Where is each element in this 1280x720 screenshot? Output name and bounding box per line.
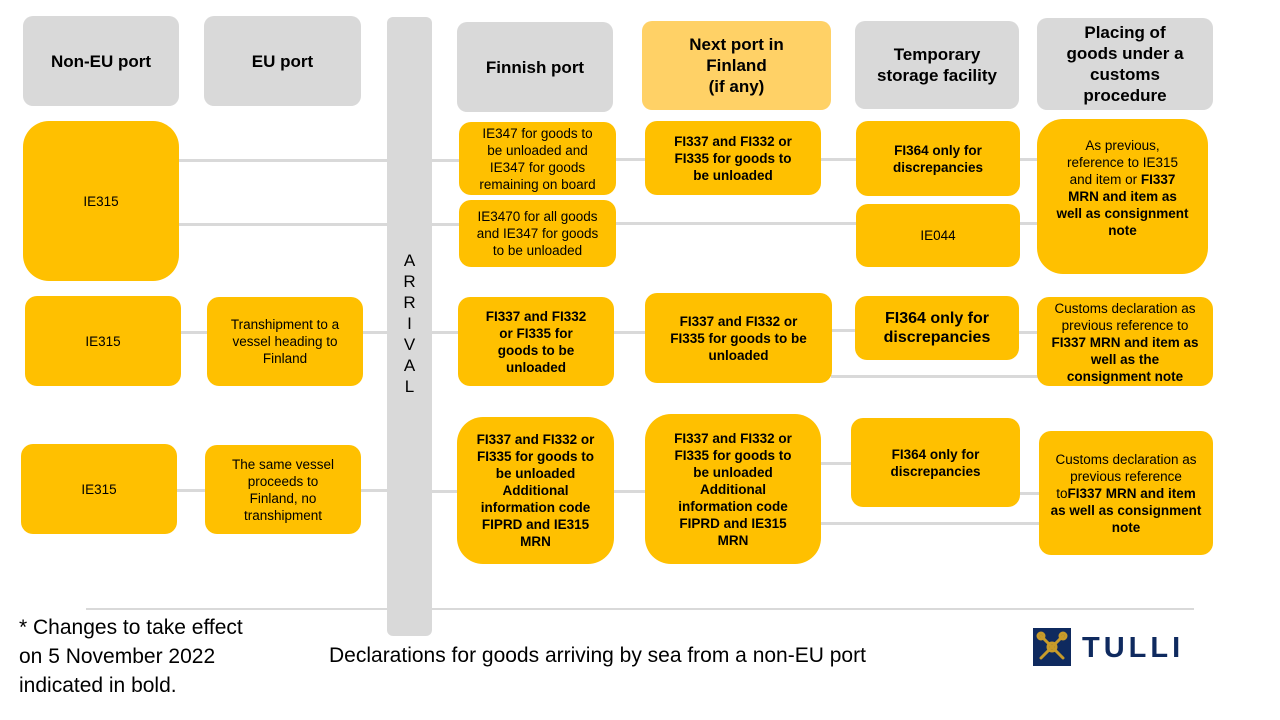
footnote: * Changes to take effect on 5 November 2… — [19, 616, 243, 697]
row1-finnish-box-a: IE347 for goods to be unloaded and IE347… — [459, 122, 616, 195]
row3-next-port-box: FI337 and FI332 or FI335 for goods to be… — [645, 414, 821, 564]
connector-line — [615, 222, 858, 225]
row2-placing-plain: Customs declaration as previous referenc… — [1054, 301, 1196, 333]
connector-line — [1019, 158, 1039, 161]
footer-divider — [86, 608, 1194, 610]
caption: Declarations for goods arriving by sea f… — [329, 644, 866, 667]
row3-placing-box: Customs declaration as previous referenc… — [1039, 431, 1213, 555]
header-temporary-storage: Temporary storage facility — [855, 21, 1019, 109]
row2-non-eu-box: IE315 — [25, 296, 181, 386]
header-placing-procedure: Placing of goods under a customs procedu… — [1037, 18, 1213, 110]
tulli-logo — [1033, 628, 1071, 666]
row3-placing-bold: FI337 MRN and item as well as consignmen… — [1050, 486, 1202, 535]
connector-line — [831, 329, 856, 332]
connector-line — [432, 331, 459, 334]
logo-text: TULLI — [1082, 632, 1185, 664]
connector-line — [180, 331, 208, 334]
connector-line — [432, 223, 460, 226]
row1-next-port-box: FI337 and FI332 or FI335 for goods to be… — [645, 121, 821, 195]
connector-line — [176, 489, 206, 492]
header-eu-port: EU port — [204, 16, 361, 106]
connector-line — [831, 375, 1039, 378]
arrival-bar — [387, 17, 432, 636]
row1-placing-bold: FI337 MRN and item as well as consignmen… — [1056, 172, 1189, 238]
row3-non-eu-box: IE315 — [21, 444, 177, 534]
connector-line — [360, 489, 388, 492]
connector-line — [614, 490, 646, 493]
connector-line — [362, 331, 388, 334]
connector-line — [1019, 222, 1039, 225]
connector-line — [1019, 492, 1041, 495]
row3-finnish-box: FI337 and FI332 or FI335 for goods to be… — [457, 417, 614, 564]
connector-line — [615, 158, 647, 161]
header-finnish-port: Finnish port — [457, 22, 613, 112]
connector-line — [432, 159, 460, 162]
row1-non-eu-box: IE315 — [23, 121, 179, 281]
row1-temp-box-b: IE044 — [856, 204, 1020, 267]
row2-placing-bold: FI337 MRN and item as well as the consig… — [1051, 335, 1199, 384]
arrival-label: A R R I V A L — [403, 251, 416, 396]
row3-placing-plain: Customs declaration as previous referenc… — [1055, 452, 1197, 501]
header-next-port: Next port in Finland (if any) — [642, 21, 831, 110]
crossed-keys-icon — [1036, 631, 1068, 660]
row2-next-port-box: FI337 and FI332 or FI335 for goods to be… — [645, 293, 832, 383]
connector-line — [178, 223, 388, 226]
row1-placing-plain: As previous, reference to IE315 and item… — [1066, 138, 1179, 187]
header-non-eu-port: Non-EU port — [23, 16, 179, 106]
row2-finnish-box: FI337 and FI332 or FI335 for goods to be… — [458, 297, 614, 386]
connector-line — [432, 490, 458, 493]
connector-line — [820, 462, 852, 465]
row1-finnish-box-b: IE3470 for all goods and IE347 for goods… — [459, 200, 616, 267]
row1-placing-box: As previous, reference to IE315 and item… — [1037, 119, 1208, 274]
connector-line — [178, 159, 388, 162]
row2-temp-box: FI364 only for discrepancies — [855, 296, 1019, 360]
row2-placing-box: Customs declaration as previous referenc… — [1037, 297, 1213, 386]
connector-line — [1019, 331, 1039, 334]
connector-line — [613, 331, 646, 334]
row3-temp-box: FI364 only for discrepancies — [851, 418, 1020, 507]
connector-line — [820, 158, 858, 161]
connector-line — [820, 522, 1041, 525]
row3-eu-box: The same vessel proceeds to Finland, no … — [205, 445, 361, 534]
row1-temp-box-a: FI364 only for discrepancies — [856, 121, 1020, 196]
row2-eu-box: Transhipment to a vessel heading to Finl… — [207, 297, 363, 386]
